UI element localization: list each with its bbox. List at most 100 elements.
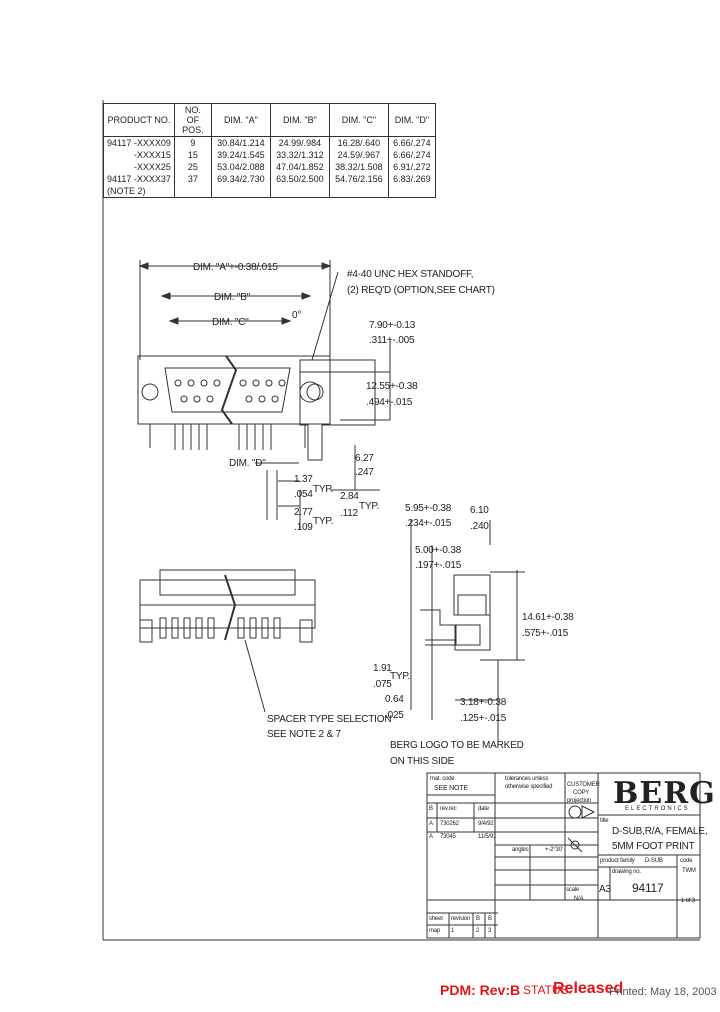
typ-label: TYP. — [390, 671, 411, 682]
break-mark — [220, 355, 238, 425]
connector-front-shell — [137, 355, 331, 425]
arrow — [301, 292, 312, 300]
rev-letter: B — [429, 806, 433, 812]
rev-letter: A — [429, 821, 433, 827]
drawing-title-2: 5MM FOOT PRINT — [612, 841, 695, 852]
map-label: map — [429, 928, 441, 934]
pcb-tails — [149, 424, 306, 450]
status-value-text: Released — [553, 980, 624, 997]
tail-slots — [159, 617, 281, 639]
profile-bracket — [420, 609, 491, 651]
mounting-hole-right — [306, 383, 324, 401]
table-row: -XXXX25 25 53.04/2.088 47.04/1.852 38.32… — [103, 161, 436, 173]
see-note: SEE NOTE — [434, 785, 468, 792]
mounting-hole-left — [141, 383, 159, 401]
table-row: 94117 -XXXX37 37 69.34/2.730 63.50/2.500… — [103, 173, 436, 185]
dim-318-inch: .125+-.015 — [460, 713, 507, 724]
table-row: (NOTE 2) — [103, 185, 436, 198]
rev-record: rev.rec — [440, 806, 457, 812]
sheet-value: 2 — [476, 928, 480, 934]
profile-base — [455, 624, 481, 646]
berg-logo-sub: ELECTRONICS — [625, 806, 690, 812]
dim-500-metric: 5.00+-0.38 — [415, 545, 462, 556]
dim-064-metric: 0.64 — [385, 694, 404, 705]
standoff-note-1: #4-40 UNC HEX STANDOFF, — [347, 269, 474, 280]
arrow — [321, 262, 332, 270]
code-value: TWM — [682, 868, 696, 874]
dim-137-metric: 1.37 — [294, 474, 313, 485]
table-cell: 6.66/.274 — [387, 136, 436, 149]
sheet-of: 1 of 3 — [681, 898, 695, 904]
sheet-label: sheet — [429, 916, 443, 922]
dim-277-inch: .109 — [294, 522, 313, 533]
standoff-side — [299, 381, 321, 403]
spacer-note-2: SEE NOTE 2 & 7 — [267, 729, 341, 740]
bracket-right — [299, 619, 313, 643]
revision-b: B — [488, 916, 492, 922]
spacer-note-1: SPACER TYPE SELECTION — [267, 714, 392, 725]
table-header: DIM. "C" — [328, 103, 389, 137]
drawing-number: 94117 — [632, 881, 664, 895]
product-family-label: product family — [600, 858, 635, 864]
angles-label: angles — [512, 847, 529, 853]
tolerances-note-2: otherwise specified — [505, 784, 553, 790]
title-label: title — [600, 818, 609, 824]
table-header-row: PRODUCT NO. NO. OF POS. DIM. "A" DIM. "B… — [103, 103, 436, 137]
scale-value: N/A — [574, 896, 584, 902]
sheet-size: A3 — [599, 884, 611, 895]
code-label: code — [680, 858, 693, 864]
dim-610-metric: 6.10 — [470, 505, 489, 516]
scale-label: scale — [566, 887, 580, 893]
tolerances-note-1: tolerances unless — [505, 776, 549, 782]
revision-b: B — [476, 916, 480, 922]
printed-date: Printed: May 18, 2003 — [609, 986, 717, 998]
angles-value: +-2°30' — [545, 847, 563, 853]
dim-500-inch: .197+-.015 — [415, 560, 462, 571]
table-row: -XXXX15 15 39.24/1.545 33.32/1.312 24.59… — [103, 149, 436, 161]
dim-c-label: DIM. "C" — [212, 317, 249, 328]
dim-d-label: DIM. "D" — [229, 458, 266, 469]
product-table: PRODUCT NO. NO. OF POS. DIM. "A" DIM. "B… — [103, 103, 436, 198]
dim-595-inch: .234+-.015 — [405, 518, 452, 529]
pdm-revision: PDM: Rev:B — [440, 982, 521, 998]
dim-610-inch: .240 — [470, 521, 489, 532]
dim-284-inch: .112 — [340, 508, 358, 519]
dim-1255-inch: .494+-.015 — [366, 397, 413, 408]
typ-label: TYP. — [313, 484, 334, 495]
customer-copy-2: COPY — [573, 790, 590, 796]
berg-logo: BERG — [613, 776, 716, 811]
customer-copy-1: CUSTOMER — [567, 782, 600, 788]
table-header: PRODUCT NO. — [103, 103, 175, 137]
leader-line — [311, 271, 339, 361]
rev-date: 11/5/91 — [478, 834, 497, 840]
contact-pins-bottom — [180, 395, 279, 403]
dim-790-inch: .311+-.005 — [369, 335, 415, 346]
zero-degree-label: 0° — [292, 310, 302, 321]
rev-date: 9/4/92 — [478, 821, 494, 827]
dim-277-metric: 2.77 — [294, 507, 313, 518]
dim-137-inch: .054 — [294, 489, 313, 500]
table-cell: 6.83/.269 — [387, 173, 436, 185]
bracket-left — [139, 619, 153, 643]
standoff-note-2: (2) REQ'D (OPTION,SEE CHART) — [347, 285, 495, 296]
drawing-title-1: D-SUB,R/A, FEMALE, — [612, 826, 708, 837]
table-header: DIM. "A" — [210, 103, 271, 137]
dim-191-metric: 1.91 — [373, 663, 392, 674]
sheet-value: 1 — [451, 928, 455, 934]
dim-1461-metric: 14.61+-0.38 — [522, 612, 574, 623]
connector-side-view — [299, 359, 376, 461]
logo-note-1: BERG LOGO TO BE MARKED — [390, 740, 524, 751]
table-cell: 6.91/.272 — [387, 161, 436, 173]
dim-284-metric: 2.84 — [340, 491, 359, 502]
rev-date: date — [478, 806, 489, 812]
arrow — [160, 292, 171, 300]
revision-label: revision — [451, 916, 471, 922]
contact-pins-top — [174, 379, 286, 387]
dim-627-metric: 6.27 — [355, 453, 374, 464]
dim-595-metric: 5.95+-0.38 — [405, 503, 452, 514]
product-family-value: D-SUB — [645, 858, 663, 864]
logo-note-2: ON THIS SIDE — [390, 756, 455, 767]
dim-a-label: DIM. "A"+-0.38/.015 — [193, 262, 278, 273]
rev-letter: A — [429, 834, 433, 840]
